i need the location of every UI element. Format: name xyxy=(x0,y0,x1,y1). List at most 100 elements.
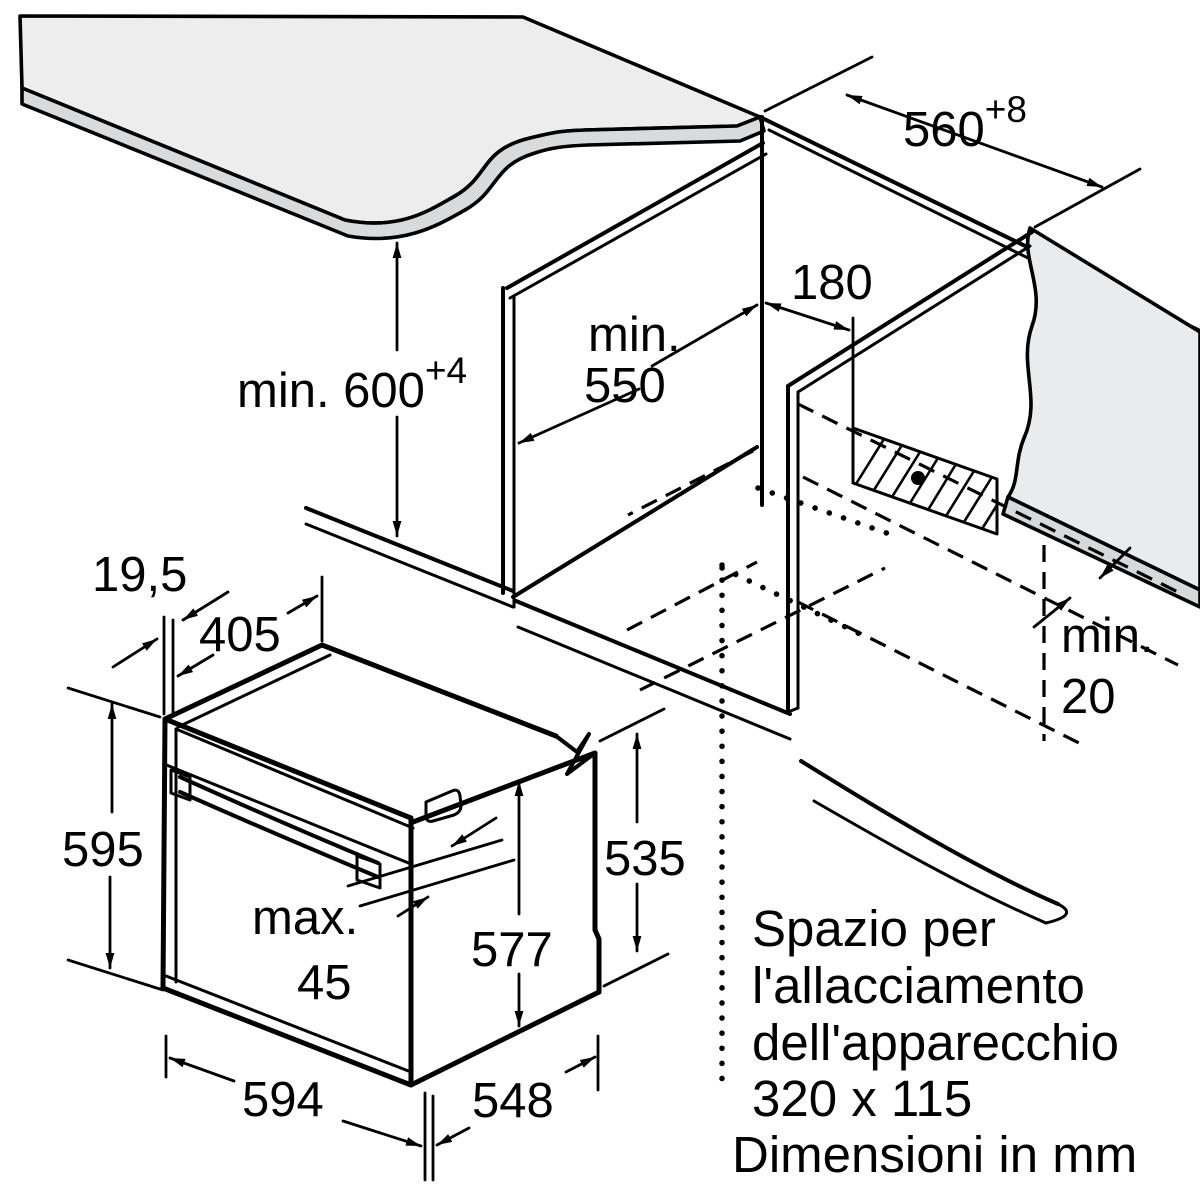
dim-connection-offset-label: 180 xyxy=(791,256,873,310)
oven-side-top-edge xyxy=(410,750,598,825)
niche-plinth-front xyxy=(812,799,1048,925)
dim-oven-height: 595 xyxy=(62,686,165,992)
niche-side-wall-top-inner xyxy=(796,244,1032,394)
dim-body-depth-arrow-left xyxy=(435,1126,471,1147)
dim-side-height-ext-bottom xyxy=(602,952,670,988)
cabinet-bottom-front-edge xyxy=(511,445,759,599)
dim-handle-protrusion: max. 45 xyxy=(252,816,516,1010)
cabinet-floor-line-2 xyxy=(304,522,515,609)
dim-niche-width-arrows xyxy=(845,93,1104,189)
dim-frame-overhang-arrow-right xyxy=(181,590,230,622)
dim-handle-protrusion-label-2: 45 xyxy=(297,956,352,1010)
note-line-3: dell'apparecchio xyxy=(752,1014,1119,1071)
note-line-2: l'allacciamento xyxy=(752,957,1085,1014)
niche-hidden-left-edge xyxy=(626,560,758,632)
dim-top-depth: 405 xyxy=(176,575,324,678)
dim-niche-depth-arrow-upper xyxy=(650,303,759,368)
niche-side-wall-foot xyxy=(786,706,800,714)
oven xyxy=(160,642,602,1088)
dim-niche-depth-arrow-lower xyxy=(517,387,641,445)
dim-top-depth-label: 405 xyxy=(199,608,281,662)
dim-side-clearance: min. 20 xyxy=(1032,546,1154,724)
worktop-top-surface xyxy=(18,14,762,225)
dim-handle-protrusion-label-1: max. xyxy=(252,891,358,945)
dim-niche-depth-label-2: 550 xyxy=(584,359,666,413)
dim-oven-height-ext-top xyxy=(66,686,162,719)
niche-hidden-front-edge xyxy=(639,566,886,692)
connection-point-dot xyxy=(911,471,925,485)
dim-frame-overhang-arrow-left xyxy=(111,637,159,669)
niche-side-wall-top xyxy=(786,230,1034,388)
oven-handle-right-cap xyxy=(355,854,382,890)
dim-top-depth-arrow-right xyxy=(286,594,319,615)
units-note: Dimensioni in mm xyxy=(732,1126,1137,1183)
dim-body-depth: 548 xyxy=(435,1034,600,1147)
dim-side-clearance-arrow-lower xyxy=(1032,596,1072,629)
dim-niche-depth: min. 550 xyxy=(517,303,759,445)
oven-top-back-serration xyxy=(554,732,597,776)
worktop xyxy=(18,14,766,241)
dim-handle-protrusion-arrow-lower xyxy=(396,895,430,918)
dim-side-clearance-arrow-upper xyxy=(1098,546,1132,580)
cabinet-top-edge-inner xyxy=(508,152,768,300)
dim-frame-overhang-label: 19,5 xyxy=(92,548,187,602)
dim-handle-protrusion-plane-2 xyxy=(358,858,516,908)
dim-niche-width: 560+8 xyxy=(763,55,1142,229)
dim-niche-width-ext-left xyxy=(763,55,874,113)
oven-handle-left-cap xyxy=(169,768,192,802)
oven-top-face-edges xyxy=(162,642,559,739)
dim-body-depth-arrow-right xyxy=(564,1055,597,1074)
note-line-1: Spazio per xyxy=(752,900,996,957)
dim-side-clearance-label-2: 20 xyxy=(1061,670,1116,724)
niche-plinth-break xyxy=(1044,902,1069,925)
dim-oven-width-label: 594 xyxy=(242,1073,324,1127)
dim-oven-width-arrow-right xyxy=(341,1119,423,1148)
oven-handle-bar-top xyxy=(178,775,380,865)
dim-front-frame-height: 577 xyxy=(471,779,553,1028)
dim-top-depth-arrow-left xyxy=(176,653,215,678)
oven-handle-bar-bottom xyxy=(178,790,380,879)
dim-side-height-ext-top xyxy=(598,707,666,743)
dim-oven-width: 594 xyxy=(164,1034,423,1148)
oven-door-bottom-line xyxy=(164,974,413,1074)
niche-assembly xyxy=(626,115,1200,1089)
dotted-floor-line-1 xyxy=(755,485,901,540)
cabinet-floor-line-1 xyxy=(304,506,515,593)
niche-hidden-back-edge xyxy=(797,402,1179,594)
dim-oven-width-arrow-left xyxy=(168,1056,236,1083)
cabinet-hidden-floor-edge xyxy=(627,449,754,517)
niche-hidden-floor-edge xyxy=(797,600,1086,748)
dim-handle-protrusion-plane-1 xyxy=(346,838,504,888)
oven-side-bottom-edge xyxy=(408,989,602,1088)
connection-area-hatch xyxy=(851,426,999,536)
oven-frame-inner-top xyxy=(174,727,415,830)
dim-connection-offset-arrows xyxy=(764,301,851,332)
dim-body-depth-label: 548 xyxy=(472,1074,554,1128)
dim-front-frame-height-label: 577 xyxy=(471,923,553,977)
dim-handle-protrusion-arrow-upper xyxy=(450,816,498,848)
connection-area-outline xyxy=(851,426,999,536)
dim-niche-height: min. 600+4 xyxy=(237,241,467,538)
dim-oven-height-ext-bottom xyxy=(66,958,165,992)
dim-niche-width-label: 560+8 xyxy=(903,89,1027,157)
dim-niche-width-ext-right xyxy=(1033,167,1142,229)
oven-side-grip-recess xyxy=(424,788,463,823)
dotted-floor-line-2 xyxy=(719,565,863,637)
dim-niche-height-label: min. 600+4 xyxy=(237,350,467,418)
dim-oven-height-label: 595 xyxy=(62,823,144,877)
oven-side-back-edge xyxy=(592,750,602,995)
dim-frame-overhang: 19,5 xyxy=(92,548,230,716)
oven-control-panel-line xyxy=(162,762,413,866)
cabinet-plinth-top xyxy=(514,599,792,716)
oven-frame-inner-topleft xyxy=(176,653,332,729)
niche-plinth-top xyxy=(799,759,1060,906)
note-line-4: 320 x 115 xyxy=(752,1070,972,1127)
niche-back-wall xyxy=(1006,226,1200,592)
cabinet-top-edge xyxy=(505,141,765,290)
dim-side-clearance-label-1: min. xyxy=(1061,609,1154,663)
dim-connection-offset: 180 xyxy=(764,256,873,332)
niche-hidden-mid-edge xyxy=(802,475,1179,667)
dim-niche-depth-label-1: min. xyxy=(588,308,681,362)
